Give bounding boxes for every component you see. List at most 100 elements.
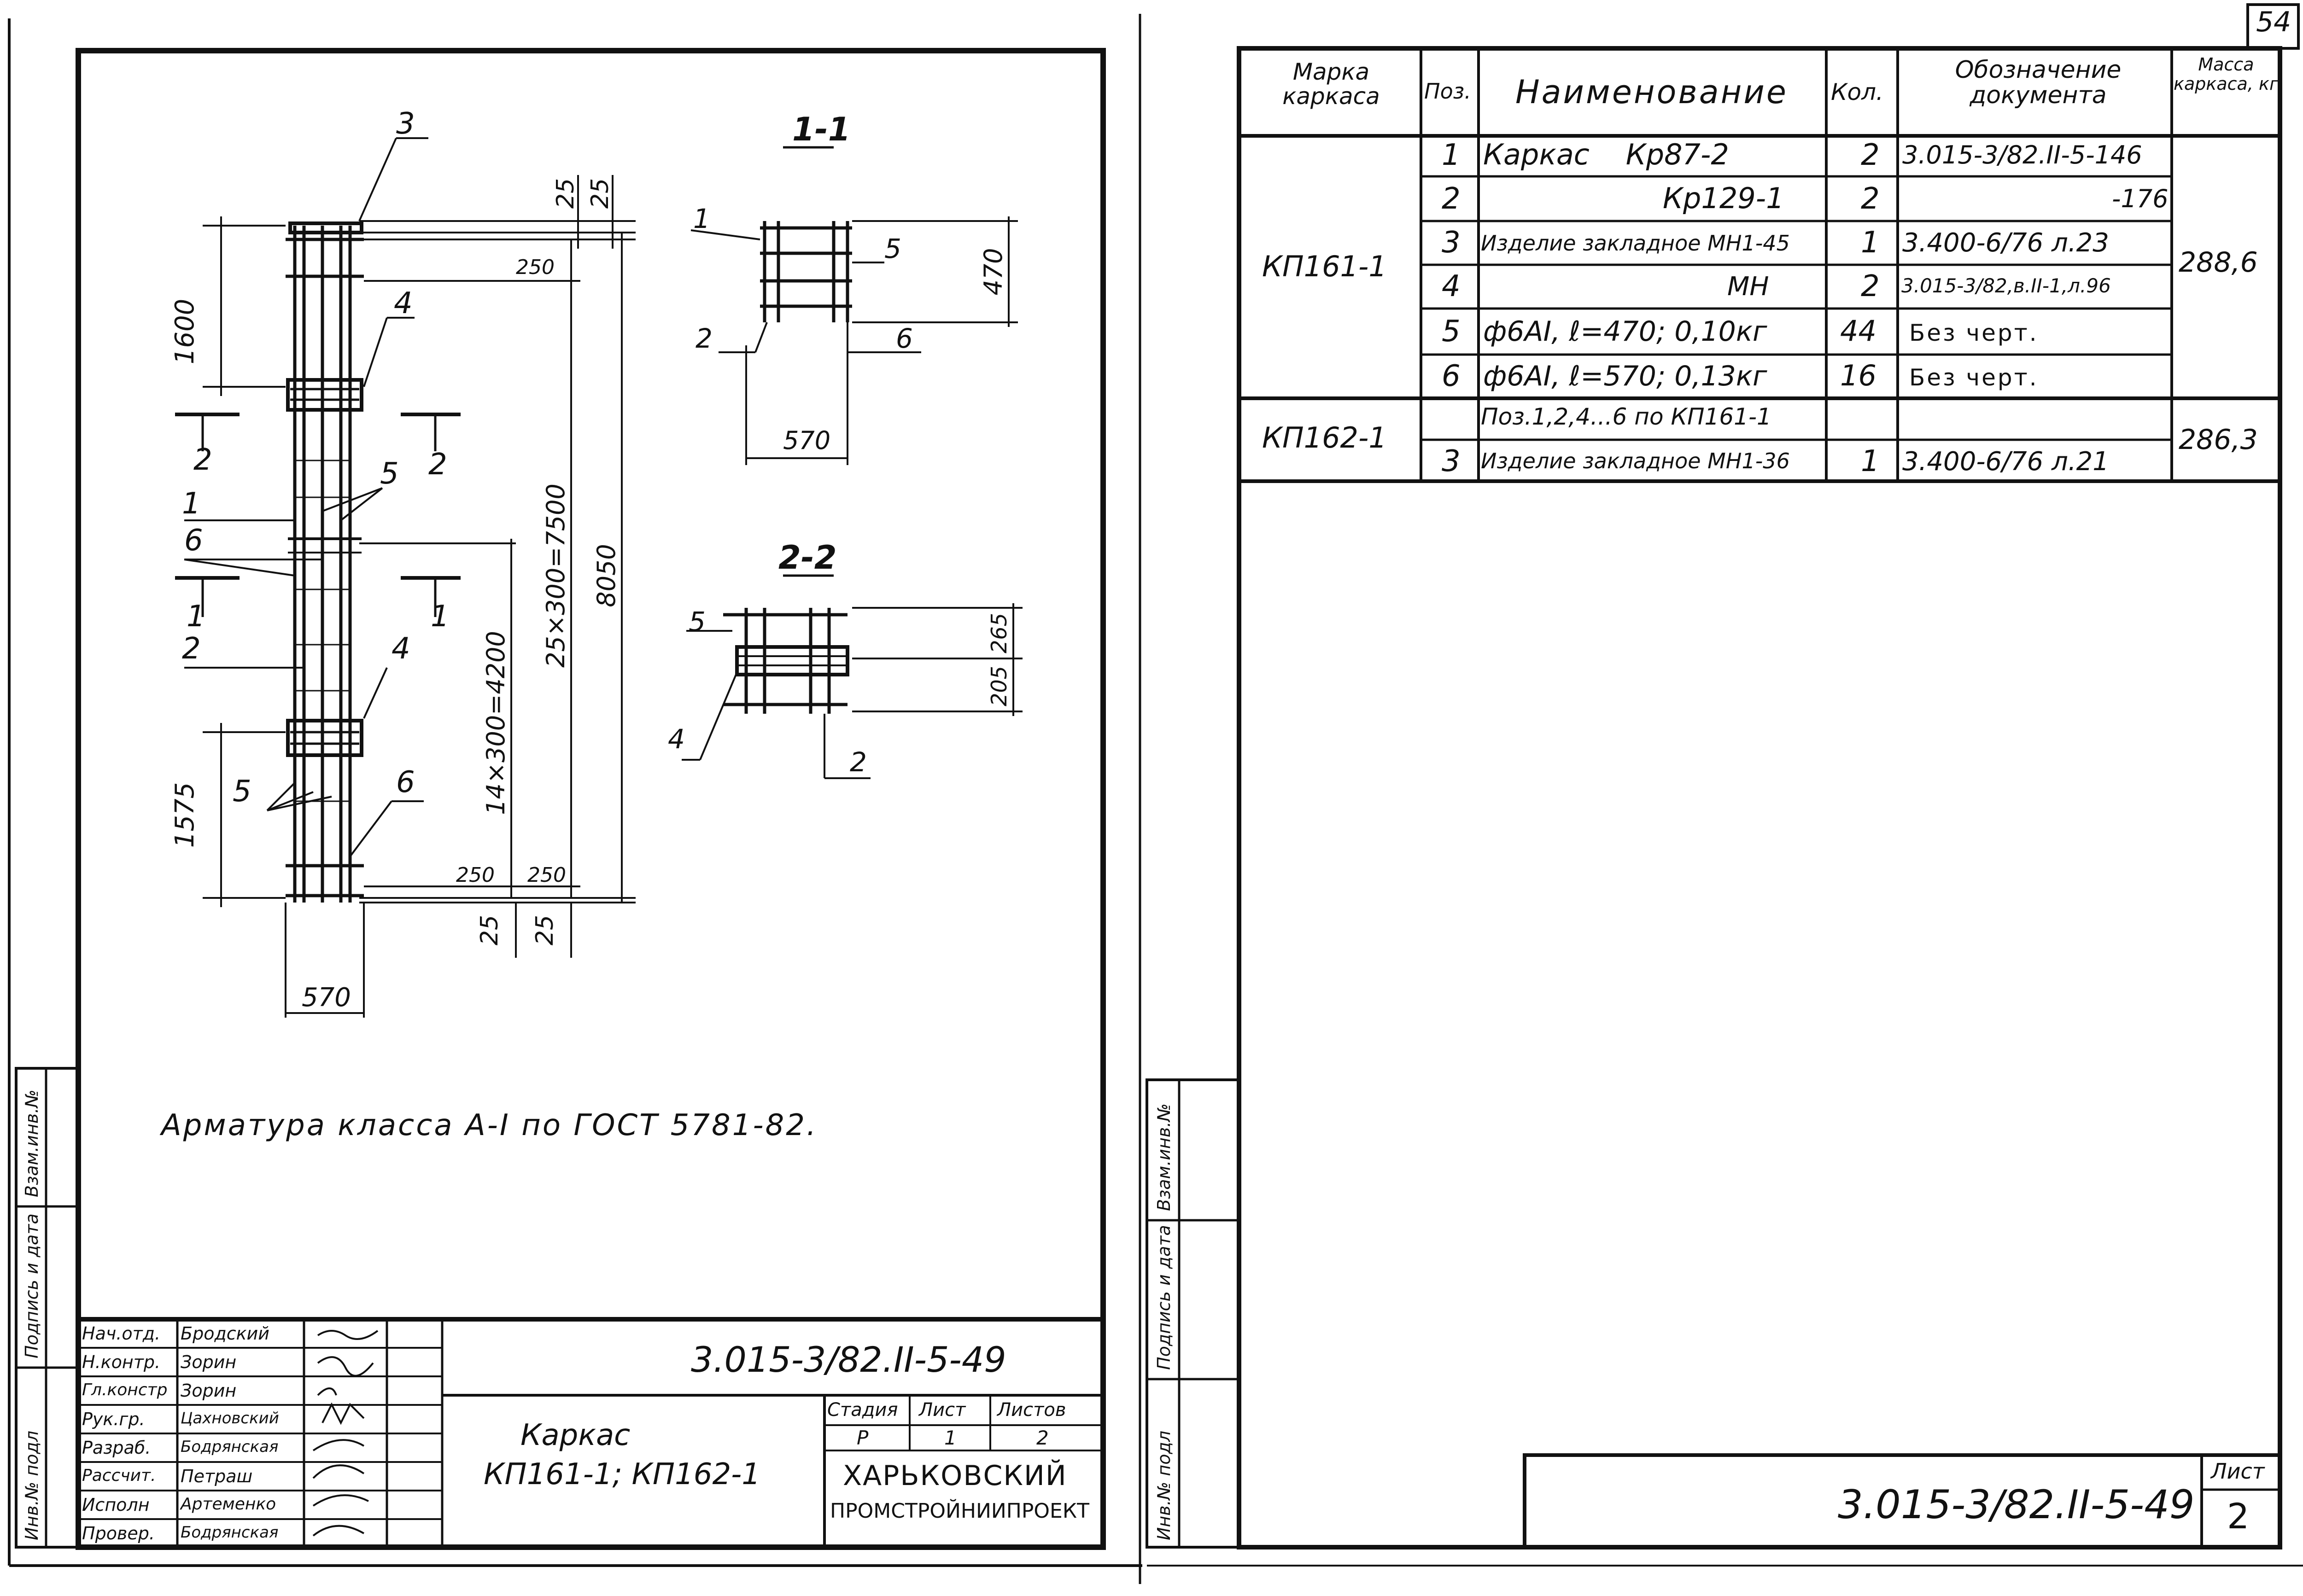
role-6: Исполн <box>82 1495 150 1515</box>
header-name: Наименование <box>1515 73 1788 111</box>
role-2: Гл.констр <box>82 1380 168 1399</box>
row-4-pos: 4 <box>1442 269 1461 303</box>
row-3-name: Изделие закладное МН1-45 <box>1481 231 1790 256</box>
callout-2-right: 2 <box>428 448 447 482</box>
bottom-stamp-doc-code: 3.015-3/82.II-5-49 <box>1838 1482 2195 1528</box>
dim-25-d: 25 <box>531 915 559 945</box>
role-0: Нач.отд. <box>82 1323 161 1344</box>
row-6-qty: 16 <box>1840 359 1876 392</box>
dim-25-a: 25 <box>552 178 579 209</box>
dim-25-b: 25 <box>586 178 614 209</box>
right-side-stamp-podpis-data: Подпись и дата <box>1154 1225 1174 1370</box>
callout-3: 3 <box>396 107 415 141</box>
dim-250-c: 250 <box>527 863 566 887</box>
section-1-1: 1-1 1 5 2 6 470 570 <box>690 111 1018 465</box>
row-2-qty: 2 <box>1861 182 1880 216</box>
row-6-doc: Без черт. <box>1909 364 2039 391</box>
row-1-qty: 2 <box>1861 138 1880 172</box>
section-1-1-callout-1: 1 <box>693 203 710 234</box>
role-4: Разраб. <box>82 1438 151 1458</box>
left-side-stamp: Инв.№ подл Подпись и дата Взам.инв.№ <box>15 1067 80 1549</box>
section-1-1-title: 1-1 <box>792 111 850 148</box>
callout-5-mid: 5 <box>380 457 399 491</box>
section-2-2-dim-265: 265 <box>987 613 1011 653</box>
row-5-pos: 5 <box>1442 315 1461 349</box>
dim-1575: 1575 <box>170 782 200 848</box>
section-1-1-dim-570: 570 <box>783 426 830 455</box>
name-2: Зорин <box>181 1380 237 1401</box>
row-3-pos: 3 <box>1442 226 1461 260</box>
side-stamp-vzam-inv: Взам.инв.№ <box>22 1089 42 1197</box>
role-1: Н.контр. <box>82 1352 161 1372</box>
org-line2: ПРОМСТРОЙНИИПРОЕКТ <box>830 1499 1089 1523</box>
row-1-doc: 3.015-3/82.II-5-146 <box>1902 140 2142 169</box>
row-4-doc: 3.015-3/82,в.II-1,л.96 <box>1901 274 2111 297</box>
dim-25-c: 25 <box>476 915 503 945</box>
callout-1-left: 1 <box>187 600 205 634</box>
dim-250-a: 250 <box>516 256 555 279</box>
stage-value: Р <box>857 1427 869 1449</box>
row-7-name: Поз.1,2,4...6 по КП161-1 <box>1481 403 1771 430</box>
sheets-label: Листов <box>997 1399 1066 1421</box>
section-2-2-callout-2: 2 <box>850 746 867 778</box>
row-5-qty: 44 <box>1840 314 1876 348</box>
callout-1-right: 1 <box>431 600 450 634</box>
row-2-doc: -176 <box>2112 184 2169 213</box>
name-6: Артеменко <box>181 1495 276 1514</box>
header-qty: Кол. <box>1831 79 1883 105</box>
callout-2: 2 <box>182 632 201 666</box>
left-sheet-frame <box>8 14 1142 1584</box>
header-pos: Поз. <box>1424 79 1471 104</box>
sheet-value: 1 <box>944 1427 957 1449</box>
section-1-1-callout-6: 6 <box>896 323 913 354</box>
sheets-value: 2 <box>1036 1427 1049 1449</box>
side-stamp-inv-podl: Инв.№ подл <box>22 1431 42 1540</box>
name-4: Бодрянская <box>181 1438 279 1456</box>
title-block-title-line2: КП161-1; КП162-1 <box>484 1457 760 1491</box>
role-5: Рассчит. <box>82 1466 156 1485</box>
name-7: Бодрянская <box>181 1523 279 1542</box>
title-block <box>76 1317 1105 1549</box>
section-1-1-dim-470: 470 <box>979 248 1008 295</box>
row-1-name: Каркас Кр87-2 <box>1483 138 1729 171</box>
title-block-title-line1: Каркас <box>520 1418 631 1452</box>
reinforcement-note: Арматура класса А-I по ГОСТ 5781-82. <box>159 1108 818 1142</box>
section-2-2-title: 2-2 <box>778 539 836 577</box>
right-side-stamp-inv-podl: Инв.№ подл <box>1154 1431 1174 1540</box>
role-7: Провер. <box>82 1523 155 1544</box>
group-1-mass: 288,6 <box>2179 246 2258 279</box>
group-2-mark: КП162-1 <box>1262 421 1387 454</box>
elevation-labels: 3 4 5 2 2 1 6 1 1 2 4 5 6 1600 25 25 250… <box>170 107 621 1013</box>
section-1-1-callout-2: 2 <box>696 323 713 354</box>
row-2-name: Кр129-1 <box>1663 181 1784 215</box>
callout-5-lower: 5 <box>233 775 251 809</box>
row-8-doc: 3.400-6/76 л.21 <box>1902 447 2109 477</box>
row-3-qty: 1 <box>1861 226 1880 260</box>
row-6-pos: 6 <box>1442 359 1461 393</box>
bottom-stamp-sheet-value: 2 <box>2227 1496 2250 1537</box>
callout-2-left: 2 <box>193 443 212 477</box>
section-2-2: 2-2 5 4 2 265 205 <box>668 539 1023 779</box>
group-2-mass: 286,3 <box>2179 424 2258 456</box>
row-6-name: ф6АI, ℓ=570; 0,13кг <box>1483 360 1767 392</box>
callout-6: 6 <box>184 524 203 558</box>
callout-4-lower: 4 <box>392 632 410 666</box>
row-5-doc: Без черт. <box>1909 320 2039 346</box>
dim-8050: 8050 <box>592 544 621 607</box>
right-side-stamp-vzam-inv: Взам.инв.№ <box>1154 1103 1174 1211</box>
bottom-stamp-sheet-label: Лист <box>2211 1459 2265 1484</box>
dim-7500: 25×300=7500 <box>541 483 570 668</box>
row-5-name: ф6АI, ℓ=470; 0,10кг <box>1483 315 1767 348</box>
section-2-2-dim-205: 205 <box>987 666 1011 706</box>
name-5: Петраш <box>181 1466 253 1486</box>
title-block-doc-code: 3.015-3/82.II-5-49 <box>691 1339 1006 1380</box>
section-2-2-callout-5: 5 <box>689 606 706 637</box>
page-number: 54 <box>2256 6 2291 38</box>
section-1-1-callout-5: 5 <box>884 233 901 264</box>
side-stamp-podpis-data: Подпись и дата <box>22 1213 42 1358</box>
dim-250-b: 250 <box>456 863 495 887</box>
elevation-drawing <box>175 137 636 1018</box>
